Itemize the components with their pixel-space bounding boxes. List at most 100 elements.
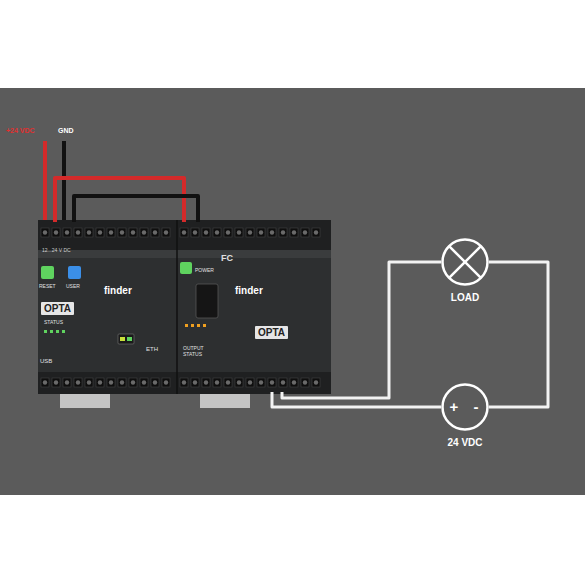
- terminal-block: [177, 372, 331, 394]
- screw-head: [54, 380, 58, 384]
- screw-head: [237, 230, 241, 234]
- device-label: finder: [104, 285, 132, 296]
- screw-head: [259, 380, 263, 384]
- device-label: USER: [66, 284, 80, 290]
- screw-head: [270, 380, 274, 384]
- screw-head: [215, 230, 219, 234]
- terminal-screw: [52, 228, 60, 237]
- load-wire: [282, 262, 441, 398]
- screw-head: [303, 230, 307, 234]
- terminal-screw: [74, 228, 82, 237]
- terminal-screw: [246, 378, 254, 387]
- terminal-screw: [41, 378, 49, 387]
- jumper-wire: [74, 196, 198, 222]
- circuit-label: 24 VDC: [447, 437, 482, 448]
- terminal-screws: [41, 228, 320, 387]
- lamp-symbol: [441, 238, 489, 286]
- screw-head: [142, 380, 146, 384]
- screw-head: [153, 380, 157, 384]
- screw-head: [314, 380, 318, 384]
- terminal-screw: [96, 378, 104, 387]
- status-led: [56, 330, 59, 333]
- device-label: OUTPUT STATUS: [183, 346, 217, 357]
- terminal-screw: [180, 228, 188, 237]
- screw-head: [292, 230, 296, 234]
- terminal-screw: [246, 228, 254, 237]
- output-led: [191, 324, 194, 327]
- terminal-screw: [151, 378, 159, 387]
- output-led: [185, 324, 188, 327]
- terminal-screw: [312, 378, 320, 387]
- terminal-screw: [162, 378, 170, 387]
- din-clip: [200, 394, 250, 408]
- screw-head: [87, 230, 91, 234]
- screw-head: [54, 230, 58, 234]
- device-label: OPTA: [41, 302, 74, 315]
- terminal-screw: [235, 228, 243, 237]
- terminal-screw: [279, 378, 287, 387]
- terminal-screw: [312, 228, 320, 237]
- terminal-screw: [301, 378, 309, 387]
- terminal-block: [177, 220, 331, 250]
- screw-head: [98, 230, 102, 234]
- screw-head: [259, 230, 263, 234]
- module-face: [177, 250, 331, 258]
- terminal-screw: [268, 378, 276, 387]
- screw-head: [164, 380, 168, 384]
- screw-head: [164, 230, 168, 234]
- screw-head: [182, 230, 186, 234]
- screw-head: [303, 380, 307, 384]
- terminal-screw: [85, 378, 93, 387]
- device-label: STATUS: [44, 320, 63, 326]
- device-label: RESET: [39, 284, 56, 290]
- lan-port: [118, 334, 134, 344]
- screw-head: [248, 230, 252, 234]
- lamp-cross: [449, 246, 481, 278]
- device-label: 12...24 V DC: [42, 248, 71, 254]
- screw-head: [292, 380, 296, 384]
- din-clip: [60, 394, 110, 408]
- terminal-screw: [257, 228, 265, 237]
- terminal-screw: [96, 228, 104, 237]
- load-wire: [489, 262, 548, 407]
- screw-head: [281, 230, 285, 234]
- terminal-screw: [301, 228, 309, 237]
- terminal-screw: [85, 228, 93, 237]
- screw-head: [226, 380, 230, 384]
- screw-head: [193, 230, 197, 234]
- screw-head: [270, 230, 274, 234]
- screw-head: [76, 230, 80, 234]
- device-label: ETH: [146, 346, 158, 353]
- screw-head: [76, 380, 80, 384]
- opta-module: [38, 220, 177, 408]
- terminal-screw: [279, 228, 287, 237]
- expansion-slot: [196, 284, 218, 318]
- module-body: [38, 250, 177, 372]
- user-led: [68, 266, 81, 279]
- screw-head: [204, 380, 208, 384]
- module-divider: [176, 220, 178, 394]
- screw-head: [87, 380, 91, 384]
- terminal-screw: [118, 378, 126, 387]
- supply-wire: [43, 141, 47, 224]
- terminal-screw: [107, 378, 115, 387]
- terminal-screw: [107, 228, 115, 237]
- screw-head: [109, 380, 113, 384]
- circuit-label: +: [450, 399, 459, 416]
- device-label: POWER: [195, 268, 214, 274]
- screw-head: [182, 380, 186, 384]
- output-led: [197, 324, 200, 327]
- screw-head: [120, 380, 124, 384]
- reset-led: [41, 266, 54, 279]
- load-lamp: LOAD: [441, 238, 489, 286]
- status-led: [44, 330, 47, 333]
- plc-module: RESETUSEROPTAfinderSTATUSUSBETH12...24 V…: [38, 222, 177, 392]
- terminal-screw: [74, 378, 82, 387]
- load-wire: [272, 392, 441, 407]
- screw-head: [193, 380, 197, 384]
- device-label: FC: [221, 254, 233, 264]
- terminal-screw: [290, 228, 298, 237]
- screw-head: [237, 380, 241, 384]
- terminal-screw: [129, 378, 137, 387]
